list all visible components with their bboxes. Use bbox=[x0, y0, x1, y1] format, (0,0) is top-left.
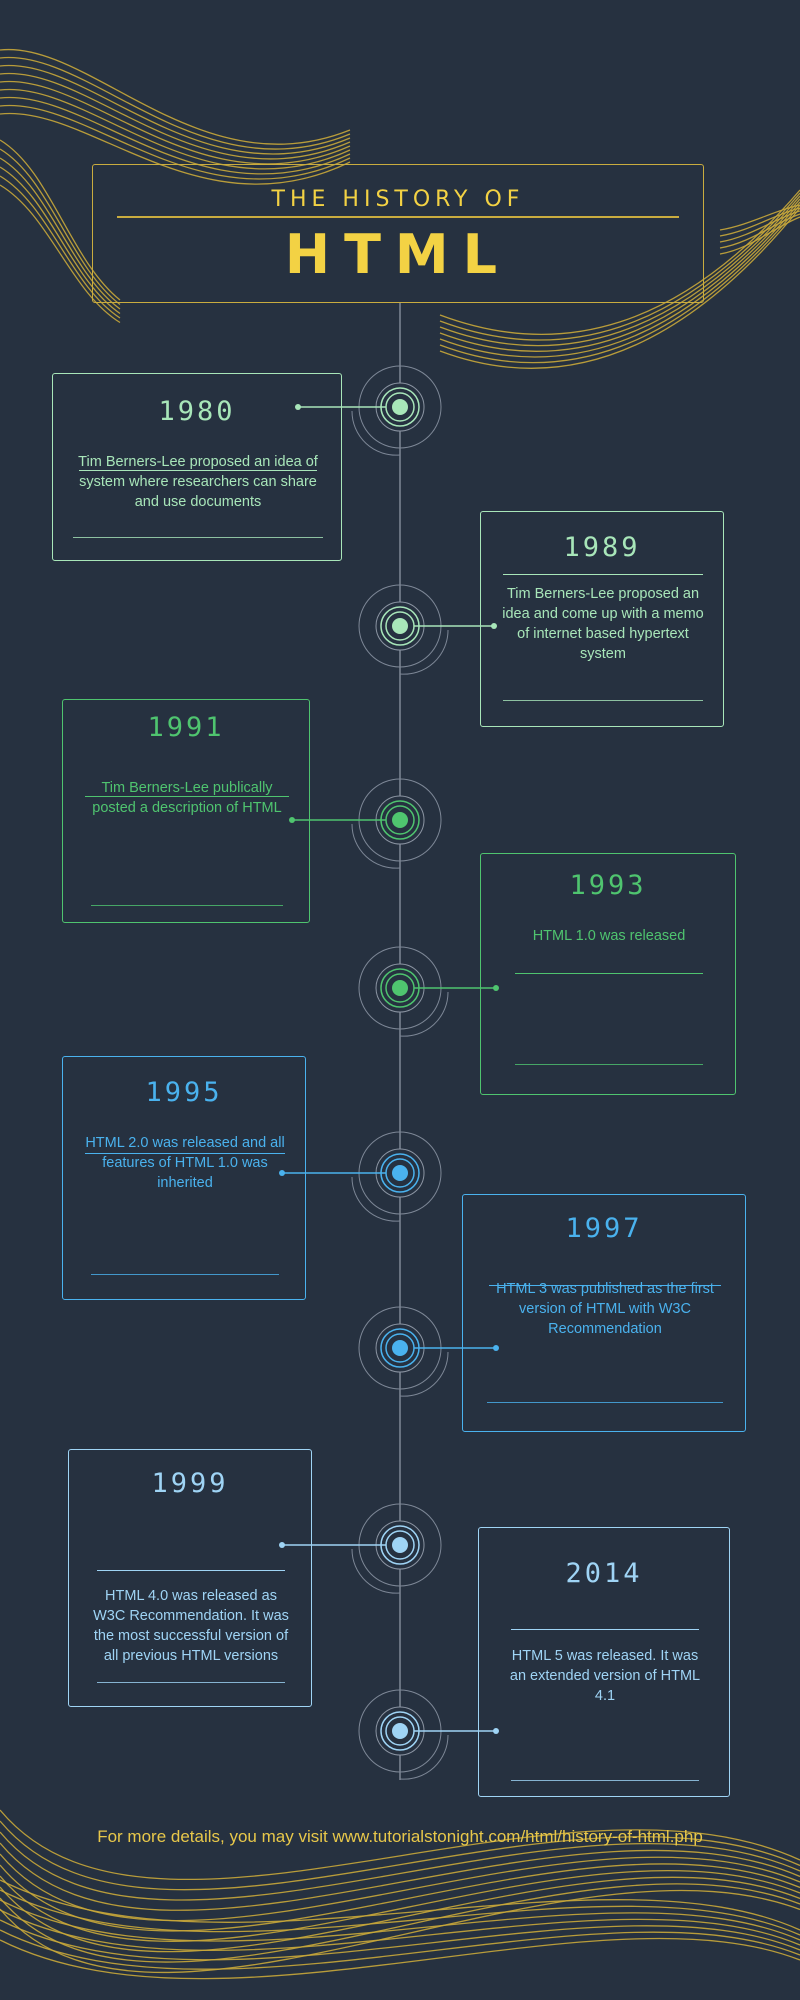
timeline-node-1995 bbox=[351, 1131, 442, 1222]
connector-1991 bbox=[289, 817, 386, 823]
event-description: Tim Berners-Lee proposed an idea and com… bbox=[502, 586, 704, 662]
event-bottom-rule bbox=[487, 1402, 723, 1403]
timeline-node-1993 bbox=[358, 946, 449, 1037]
event-year: 1989 bbox=[563, 532, 641, 563]
event-description: HTML 2.0 was released and all features o… bbox=[85, 1135, 285, 1191]
event-bottom-rule bbox=[503, 700, 703, 701]
event-year: 1980 bbox=[158, 396, 236, 427]
timeline-node-1980 bbox=[351, 365, 442, 456]
connector-2014 bbox=[414, 1728, 499, 1734]
top-right-waves bbox=[439, 189, 800, 369]
event-bottom-rule bbox=[97, 1682, 285, 1683]
event-bottom-rule bbox=[511, 1780, 699, 1781]
event-year: 1995 bbox=[145, 1077, 223, 1108]
timeline-node-1989 bbox=[358, 584, 449, 675]
timeline-node-1999 bbox=[351, 1503, 442, 1594]
footer-note: For more details, you may visit www.tuto… bbox=[97, 1827, 703, 1846]
event-year: 2014 bbox=[565, 1558, 643, 1589]
event-divider bbox=[515, 973, 703, 974]
event-description: Tim Berners-Lee publically posted a desc… bbox=[92, 780, 282, 816]
left-waves bbox=[0, 139, 121, 324]
title-subtitle: THE HISTORY OF bbox=[271, 187, 525, 212]
connector-1993 bbox=[414, 985, 499, 991]
event-divider bbox=[85, 1153, 285, 1154]
top-left-waves bbox=[0, 48, 351, 185]
event-bottom-rule bbox=[73, 537, 323, 538]
event-bottom-rule bbox=[91, 1274, 279, 1275]
page-title: HTML bbox=[284, 223, 512, 286]
bottom-waves-lower bbox=[0, 1879, 800, 1980]
event-bottom-rule bbox=[91, 905, 283, 906]
event-year: 1993 bbox=[569, 870, 647, 901]
event-divider bbox=[489, 1285, 721, 1286]
connector-1995 bbox=[279, 1170, 386, 1176]
title-divider bbox=[117, 216, 679, 218]
timeline-node-1991 bbox=[351, 778, 442, 869]
event-description: HTML 3 was published as the first versio… bbox=[496, 1281, 714, 1337]
event-year: 1999 bbox=[151, 1468, 229, 1499]
event-description: HTML 4.0 was released as W3C Recommendat… bbox=[93, 1588, 289, 1664]
right-edge-waves bbox=[719, 204, 800, 255]
title-box: THE HISTORY OF HTML bbox=[92, 164, 704, 303]
event-divider bbox=[97, 1570, 285, 1571]
event-year: 1997 bbox=[565, 1213, 643, 1244]
event-divider bbox=[85, 796, 289, 797]
timeline-node-1997 bbox=[358, 1306, 449, 1397]
event-bottom-rule bbox=[515, 1064, 703, 1065]
event-divider bbox=[511, 1629, 699, 1630]
event-description: Tim Berners-Lee proposed an idea of syst… bbox=[78, 454, 318, 510]
event-divider bbox=[79, 470, 317, 471]
event-description: HTML 1.0 was released bbox=[532, 928, 686, 944]
event-divider bbox=[503, 574, 703, 575]
event-year: 1991 bbox=[147, 712, 225, 743]
connector-1980 bbox=[295, 404, 386, 410]
event-description: HTML 5 was released. It was an extended … bbox=[509, 1648, 701, 1704]
timeline-node-2014 bbox=[358, 1689, 449, 1780]
connector-1997 bbox=[414, 1345, 499, 1351]
connector-1999 bbox=[279, 1542, 386, 1548]
